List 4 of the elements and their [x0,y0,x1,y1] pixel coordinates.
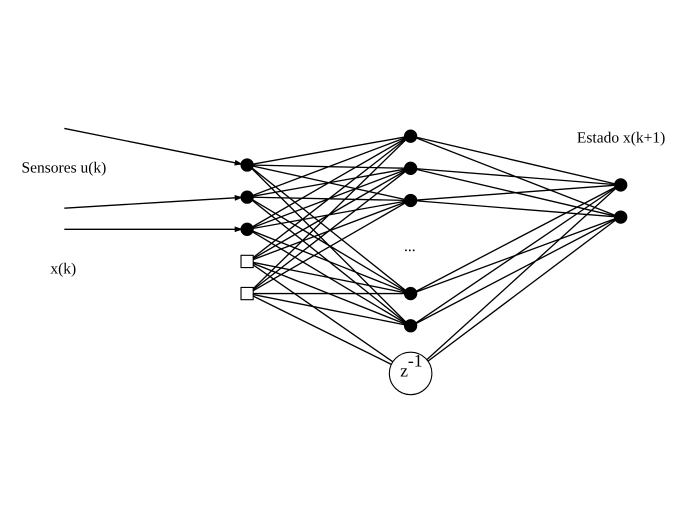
label: Sensores u(k) [22,158,106,176]
label: x(k) [50,260,76,277]
label: Estado x(k+1) [576,128,666,146]
label: ... [404,238,416,255]
